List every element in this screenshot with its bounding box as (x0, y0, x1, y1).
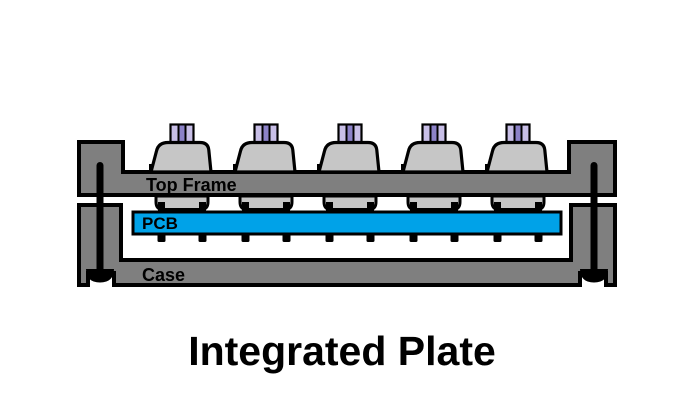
pcb-label: PCB (142, 214, 178, 233)
case-label: Case (142, 265, 185, 285)
top-frame-label: Top Frame (146, 175, 237, 195)
pcb-shape (131, 210, 563, 236)
diagram-title: Integrated Plate (188, 328, 496, 374)
